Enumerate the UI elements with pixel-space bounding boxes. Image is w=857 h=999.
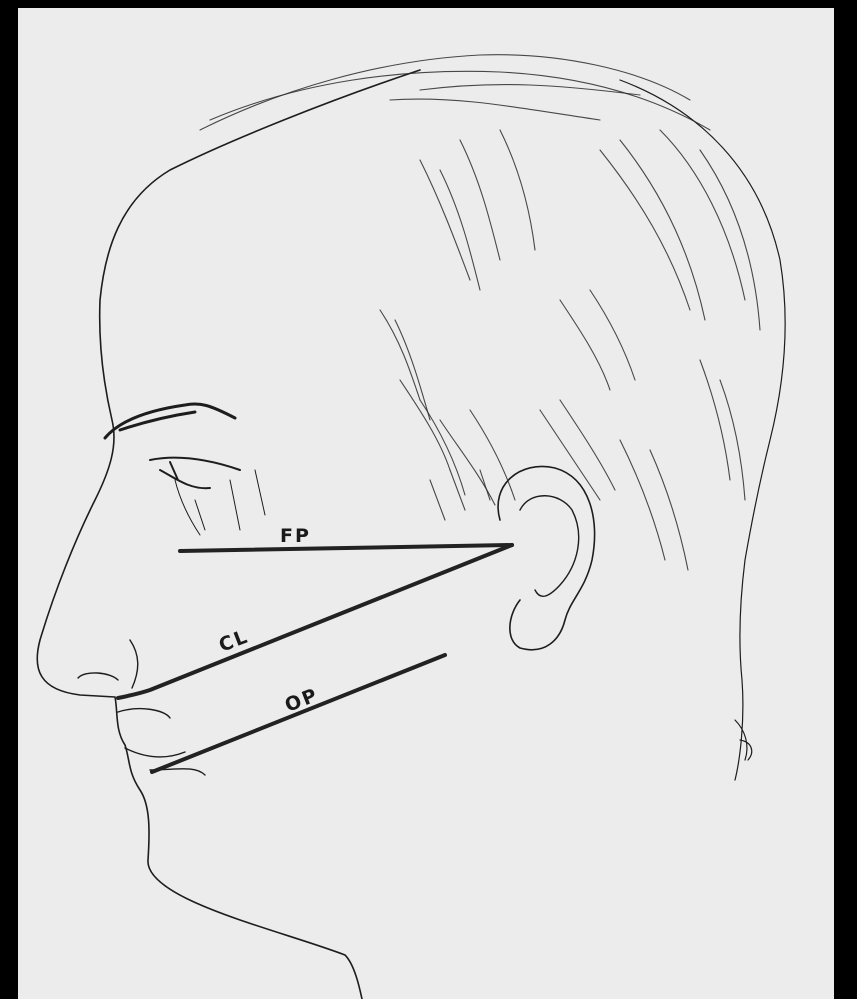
lips-shape <box>118 709 205 775</box>
eye-shape <box>150 458 240 489</box>
op-label: OP <box>282 684 322 717</box>
hair-strokes <box>200 55 760 570</box>
eyebrow-shape <box>105 404 235 438</box>
fp-line <box>180 545 512 551</box>
fp-label: FP <box>280 525 311 547</box>
ear-inner-fold <box>520 496 579 597</box>
nape-lines <box>735 720 752 760</box>
cl-line <box>118 545 512 698</box>
nostril-shape <box>78 640 138 688</box>
face-profile-outline <box>37 70 420 999</box>
eye-socket-lines <box>175 470 265 535</box>
back-of-head-outline <box>620 80 785 780</box>
